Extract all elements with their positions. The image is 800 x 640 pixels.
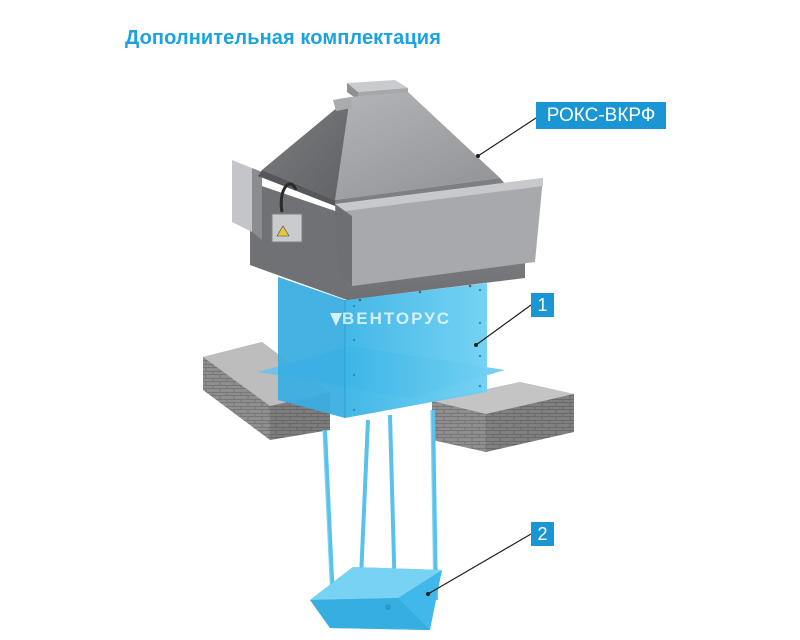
bottom-tray-2 <box>310 567 442 630</box>
roof-fan-unit <box>232 80 543 302</box>
page-title: Дополнительная комплектация <box>125 27 441 49</box>
callout-product-label: РОКС-ВКРФ <box>536 102 666 129</box>
watermark-text: ВЕНТОРУС <box>342 309 452 328</box>
leader-lines <box>427 117 537 595</box>
glass-shaft-1 <box>278 277 487 418</box>
callout-item-2: 2 <box>531 522 554 546</box>
ventorus-v-icon <box>330 313 342 326</box>
callout-item-1: 1 <box>531 293 554 317</box>
suspension-rods <box>323 409 438 601</box>
